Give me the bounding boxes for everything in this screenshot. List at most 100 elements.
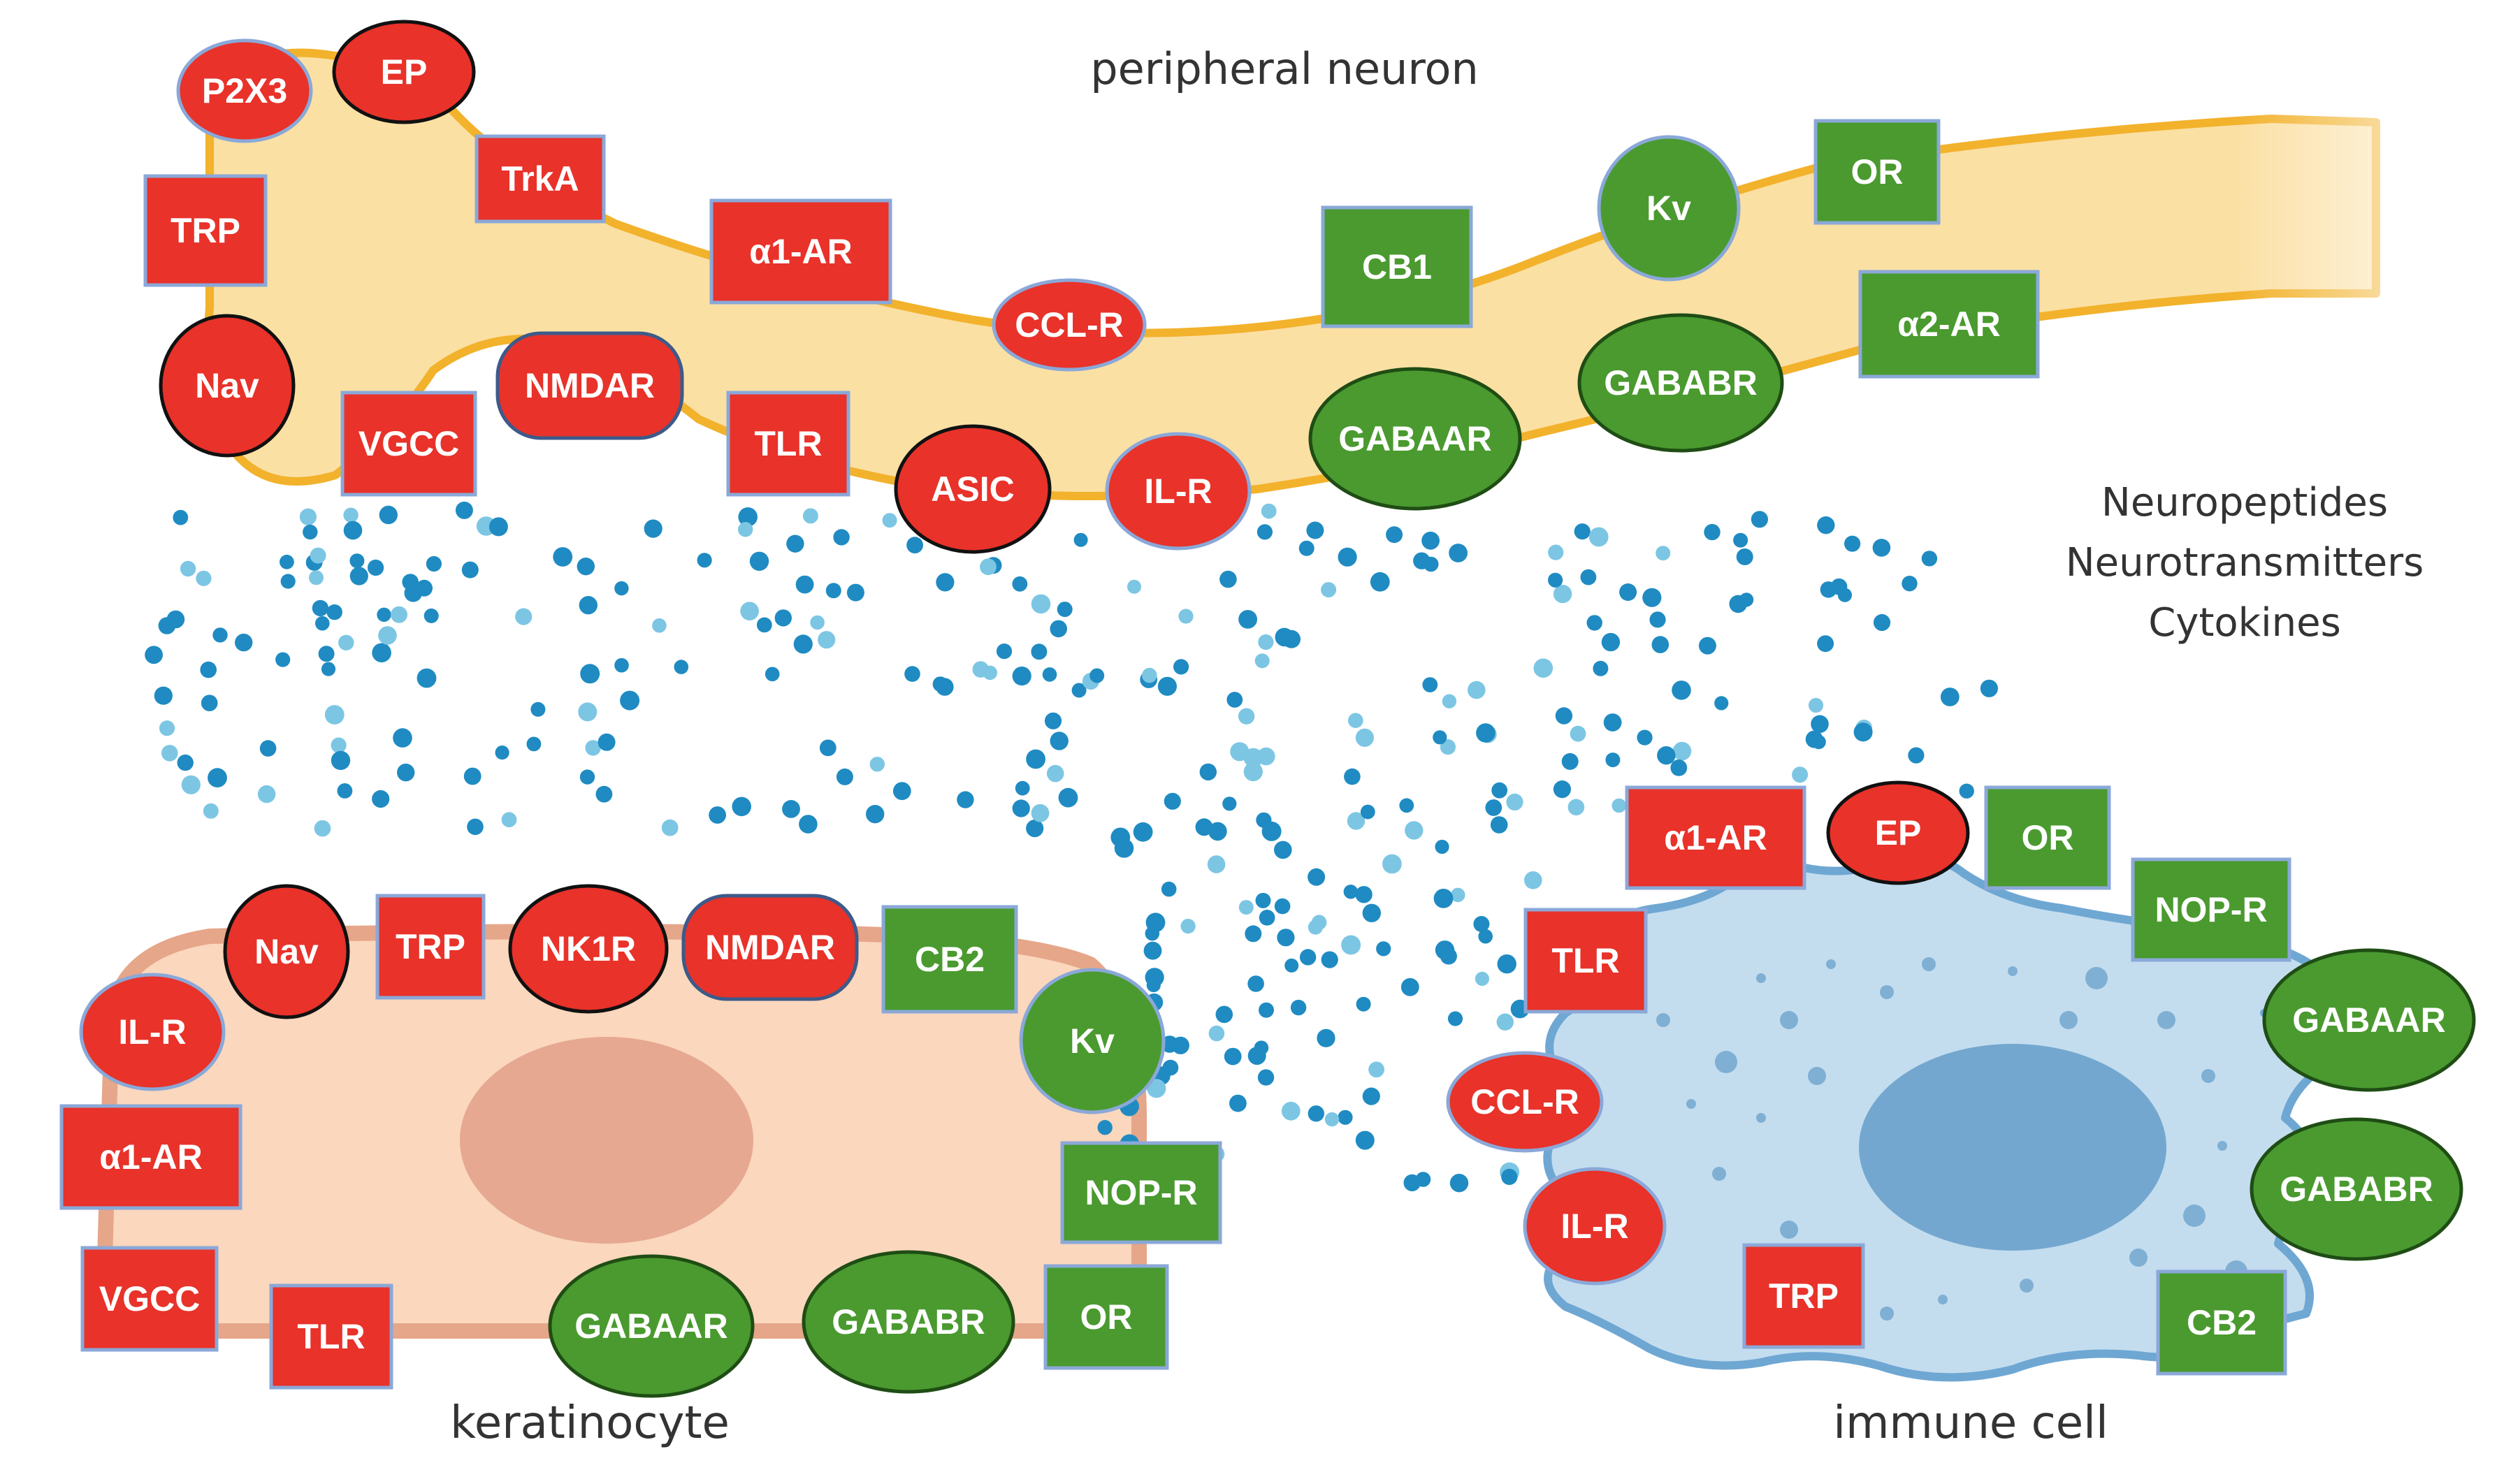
organelle <box>1938 1295 1948 1304</box>
mediator-dot <box>1321 951 1338 968</box>
receptor-label: VGCC <box>359 424 459 463</box>
mediator-dot <box>980 558 997 576</box>
receptor-label: NOP-R <box>1085 1173 1197 1212</box>
mediator-dot <box>379 505 398 525</box>
mediator-dot <box>1733 532 1748 548</box>
mediator-dot <box>1475 971 1489 986</box>
mediator-dot <box>1435 839 1449 854</box>
mediator-dot <box>738 507 758 527</box>
organelle <box>1756 973 1766 983</box>
receptor-kv: Kv <box>1019 968 1166 1114</box>
organelle <box>1712 1167 1726 1181</box>
mediator-dot <box>782 800 800 818</box>
mediator-dot <box>774 609 792 627</box>
mediator-dot <box>1245 925 1262 943</box>
mediator-dot <box>235 633 253 652</box>
mediator-dot <box>324 705 345 725</box>
mediator-dot <box>1496 1013 1514 1031</box>
mediator-dot <box>1199 763 1217 781</box>
mediator-dot <box>795 575 814 594</box>
mediator-dot <box>515 608 533 625</box>
receptor-label: TRP <box>1769 1276 1839 1316</box>
receptor-gababr: GABABR <box>1577 313 1784 453</box>
mediator-dot <box>145 646 164 664</box>
receptor-label: IL-R <box>1560 1207 1628 1246</box>
mediator-dot <box>799 815 818 834</box>
mediator-dot <box>1344 768 1361 785</box>
mediator-dot <box>1586 615 1602 631</box>
mediator-dot <box>1497 954 1516 974</box>
receptor-label: IL-R <box>1144 472 1212 511</box>
receptor-label: GABABR <box>1604 363 1757 402</box>
mediator-dot <box>331 737 347 753</box>
mediator-dot <box>349 553 365 569</box>
mediator-dot <box>349 567 368 585</box>
mediator-dot <box>259 740 277 757</box>
receptor-label: α1-AR <box>749 232 852 271</box>
receptor-alpha1-ar: α1-AR <box>709 198 892 305</box>
mediator-dot <box>1670 759 1688 776</box>
receptor-alpha2-ar: α2-AR <box>1858 270 2040 379</box>
mediator-dot <box>1921 551 1938 567</box>
organelle <box>2008 966 2018 976</box>
mediator-dot <box>1601 632 1621 652</box>
mediator-particles <box>145 501 1998 1193</box>
receptor-nmdar: NMDAR <box>681 894 859 1001</box>
mediator-dot <box>208 768 227 788</box>
mediator-dot <box>1902 576 1918 592</box>
mediator-dot <box>315 616 330 631</box>
mediator-dot <box>326 604 342 620</box>
mediator-dot <box>368 559 384 576</box>
mediator-dot <box>1355 1130 1375 1150</box>
mediator-dot <box>455 501 473 519</box>
mediator-dot <box>579 596 598 615</box>
receptor-label: Kv <box>1070 1021 1115 1061</box>
receptor-label: TLR <box>297 1317 365 1356</box>
mediator-dot <box>553 547 573 567</box>
mediator-dot <box>595 785 613 803</box>
mediator-dot <box>614 657 629 673</box>
keratinocyte-receptors: Nav TRP NK1R NMDAR CB2 IL-R <box>59 884 1222 1398</box>
receptor-label: OR <box>2022 818 2074 857</box>
organelle <box>1686 1099 1696 1109</box>
mediator-dot <box>1959 783 1974 799</box>
organelle <box>1808 1067 1826 1085</box>
mediator-dot <box>1178 609 1194 624</box>
mediator-dot <box>495 745 509 760</box>
mediator-dot <box>1284 958 1299 973</box>
mediator-dot <box>280 574 296 589</box>
receptor-asic: ASIC <box>894 424 1052 554</box>
mediator-dot <box>173 509 189 525</box>
mediator-dot <box>393 728 412 748</box>
mediator-dot <box>1873 613 1891 632</box>
mediator-dot <box>765 667 780 682</box>
mediator-dot <box>1376 941 1391 956</box>
mediator-dot <box>1089 668 1105 683</box>
mediator-dot <box>1012 576 1028 592</box>
mediator-dot <box>166 610 185 629</box>
mediator-dot <box>1386 526 1403 544</box>
mediator-dot <box>1449 1174 1469 1193</box>
mediator-dot <box>1370 572 1390 592</box>
receptor-trp: TRP <box>1742 1243 1865 1349</box>
organelle <box>2157 1011 2175 1029</box>
mediator-dot <box>1751 511 1768 528</box>
mediator-dot <box>426 555 442 572</box>
organelle <box>1880 1307 1894 1321</box>
mediator-dot <box>1073 532 1088 547</box>
mediator-dot <box>257 785 276 803</box>
mediator-dot <box>697 553 712 568</box>
mediator-dot <box>1817 635 1834 653</box>
mediator-dot <box>1338 547 1357 567</box>
organelle <box>2201 1069 2215 1083</box>
mediator-dot <box>1057 602 1073 618</box>
receptor-vgcc: VGCC <box>80 1246 219 1352</box>
mediator-dot <box>810 615 825 630</box>
mediator-dot <box>280 554 294 569</box>
organelle <box>1880 985 1894 999</box>
mediator-dot <box>423 608 439 623</box>
mediator-dot <box>1362 1087 1380 1105</box>
mediator-dot <box>1238 708 1255 725</box>
caption-neuropeptides: Neuropeptides <box>2101 480 2388 525</box>
receptor-label: NMDAR <box>705 928 835 967</box>
